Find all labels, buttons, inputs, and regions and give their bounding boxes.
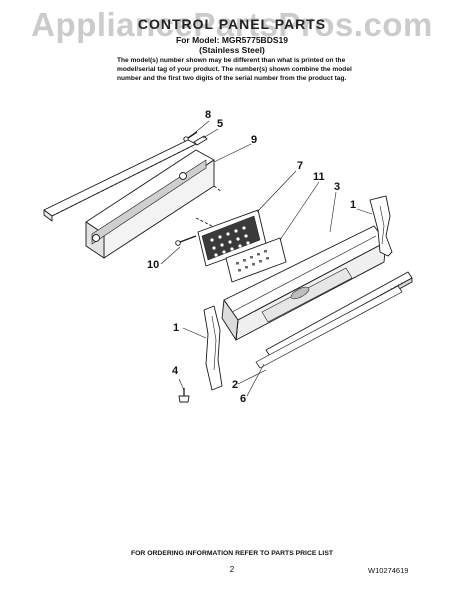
part-9-panel-back [85, 149, 223, 259]
callout-1-left: 1 [173, 322, 180, 334]
ordering-note: FOR ORDERING INFORMATION REFER TO PARTS … [130, 550, 334, 557]
callout-10: 10 [147, 259, 160, 271]
part-10-screw [175, 235, 197, 246]
callout-11: 11 [313, 171, 325, 183]
part-11-overlay [225, 237, 287, 283]
callout-7: 7 [297, 160, 304, 172]
part-4-screw [178, 388, 190, 403]
page-title: CONTROL PANEL PARTS [137, 16, 327, 32]
model-note: The model(s) number shown may be differe… [117, 56, 369, 83]
page-number: 2 [229, 565, 235, 574]
part-1-left-end-cap [203, 305, 223, 391]
watermark: AppliancePartsPros.com [31, 6, 433, 43]
part-rear-trim-strip [43, 139, 197, 222]
part-1-right-end-cap [369, 195, 393, 257]
callout-9: 9 [251, 134, 258, 146]
model-info: For Model: MGR5775BDS19 (Stainless Steel… [0, 35, 464, 55]
part-6-lower-support [255, 285, 403, 369]
callout-5: 5 [217, 118, 224, 130]
part-7-control-board [195, 209, 267, 267]
note-line-1: The model(s) number shown may be differe… [117, 57, 346, 64]
callout-3: 3 [334, 181, 341, 193]
part-8-screw [183, 131, 198, 142]
model-line: For Model: MGR5775BDS19 [176, 35, 288, 45]
leader-lines [160, 120, 373, 397]
note-line-3: number and the first two digits of the s… [117, 75, 347, 82]
document-number: W10274619 [368, 566, 409, 575]
callout-4: 4 [172, 365, 179, 377]
callout-1-right: 1 [350, 199, 357, 211]
note-line-2: model/serial tag of your product. The nu… [117, 66, 352, 73]
callout-2: 2 [232, 379, 239, 391]
callout-8: 8 [205, 109, 212, 121]
part-3-control-panel [221, 225, 387, 341]
callout-6: 6 [240, 393, 247, 405]
finish-line: (Stainless Steel) [199, 45, 265, 55]
